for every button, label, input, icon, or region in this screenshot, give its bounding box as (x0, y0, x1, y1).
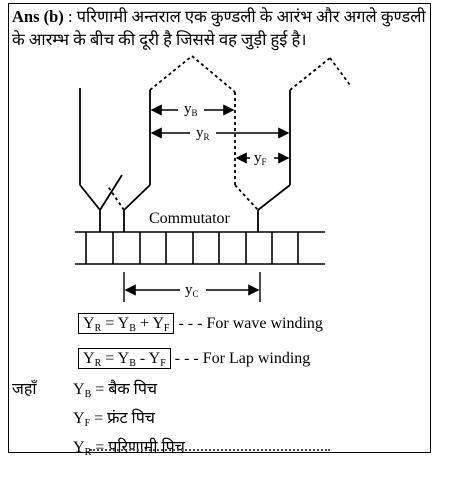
cut-off-text-line (90, 449, 330, 455)
lap-equation: YR = YB - YF - - - For Lap winding (78, 348, 311, 369)
definitions-list: YB = बैक पिच YF = फ्रंट पिच YR = परिणामी… (73, 378, 185, 465)
commutator-label: Commutator (149, 210, 231, 227)
wave-note: - - - For wave winding (178, 315, 323, 332)
definition-front-pitch: YF = फ्रंट पिच (73, 410, 155, 429)
wave-equation: YR = YB + YF - - - For wave winding (78, 313, 323, 334)
coil-right (257, 90, 291, 232)
yb-label: yB (184, 101, 198, 118)
definition-resultant-pitch: YR = परिणामी पिच (73, 439, 185, 458)
yr-label: yR (196, 125, 210, 142)
where-label: जहाँ (12, 381, 37, 398)
commutator (75, 231, 325, 265)
definition-back-pitch: YB = बैक पिच (73, 381, 158, 400)
wave-formula-box: YR = YB + YF (78, 313, 175, 334)
yf-label: yF (254, 150, 267, 167)
lap-note: - - - For Lap winding (174, 350, 311, 367)
answer-label: Ans (b) (12, 7, 64, 26)
yc-label: yC (185, 282, 199, 299)
answer-text: : परिणामी अन्तराल एक कुण्डली के आरंभ और … (12, 7, 426, 49)
coil-left (79, 88, 151, 232)
lap-formula-box: YR = YB - YF (78, 348, 171, 369)
answer-paragraph: Ans (b) : परिणामी अन्तराल एक कुण्डली के … (12, 5, 432, 51)
answer-frame (8, 3, 431, 453)
coil-left-dashed (106, 55, 351, 211)
